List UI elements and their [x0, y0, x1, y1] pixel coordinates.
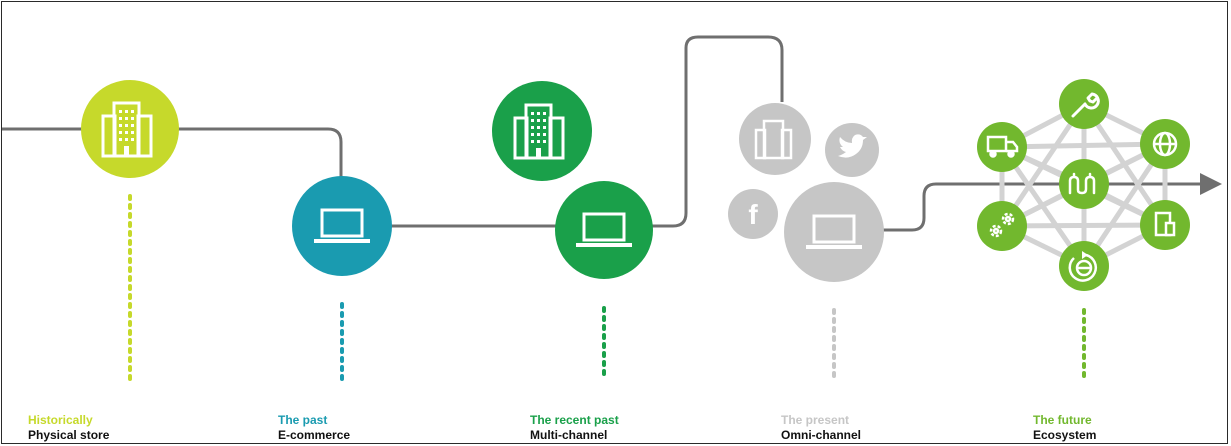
building-icon	[754, 119, 793, 160]
facebook-icon: f	[748, 199, 758, 230]
stage-era: Historically	[28, 413, 93, 427]
future-globe-node	[1140, 119, 1190, 169]
future-ecosystem-network	[977, 79, 1190, 291]
stage-channel: Ecosystem	[1033, 428, 1097, 442]
past-node	[292, 176, 392, 276]
future-gears-node	[977, 201, 1027, 251]
global-cycle-icon	[1068, 251, 1097, 282]
gears-icon	[989, 212, 1015, 238]
present-laptop-node	[784, 182, 884, 282]
future-wrench-node	[1059, 79, 1109, 129]
recent-past-laptop-node	[555, 181, 653, 279]
twitter-icon	[838, 134, 867, 158]
future-people-node	[1059, 159, 1109, 209]
building-icon	[513, 103, 565, 160]
present-twitter-node	[825, 123, 879, 177]
present-building-node	[739, 103, 811, 175]
laptop-icon	[314, 208, 370, 243]
tablet-icon	[1154, 211, 1176, 237]
stage-era: The past	[278, 413, 328, 427]
globe-icon	[1152, 131, 1178, 157]
stage-label-future: The future Ecosystem	[1033, 413, 1096, 443]
stage-label-recent-past: The recent past Multi-channel	[530, 413, 619, 443]
stage-era: The recent past	[530, 413, 619, 427]
laptop-icon	[806, 214, 862, 249]
stage-channel: E-commerce	[278, 428, 351, 442]
future-cycle-node	[1059, 241, 1109, 291]
stage-era: The present	[781, 413, 850, 427]
stage-label-historically: Historically Physical store	[28, 413, 109, 443]
truck-icon	[986, 135, 1019, 158]
timeline-path-segment	[880, 182, 1205, 232]
people-network-icon	[1068, 172, 1096, 195]
future-truck-node	[977, 122, 1027, 172]
historically-node	[81, 80, 179, 178]
building-icon	[101, 101, 153, 158]
future-tablet-node	[1140, 200, 1190, 250]
stage-channel: Physical store	[28, 428, 110, 442]
stage-channel: Multi-channel	[530, 428, 608, 442]
present-facebook-node: f	[728, 189, 778, 239]
arrow-head-icon	[1200, 173, 1222, 195]
stage-label-past: The past E-commerce	[278, 413, 350, 443]
stage-era: The future	[1033, 413, 1092, 427]
stage-label-present: The present Omni-channel	[781, 413, 861, 443]
recent-past-building-node	[492, 81, 592, 181]
wrench-icon	[1071, 92, 1100, 118]
laptop-icon	[576, 212, 632, 247]
timeline-path	[2, 35, 784, 228]
stage-channel: Omni-channel	[781, 428, 862, 442]
